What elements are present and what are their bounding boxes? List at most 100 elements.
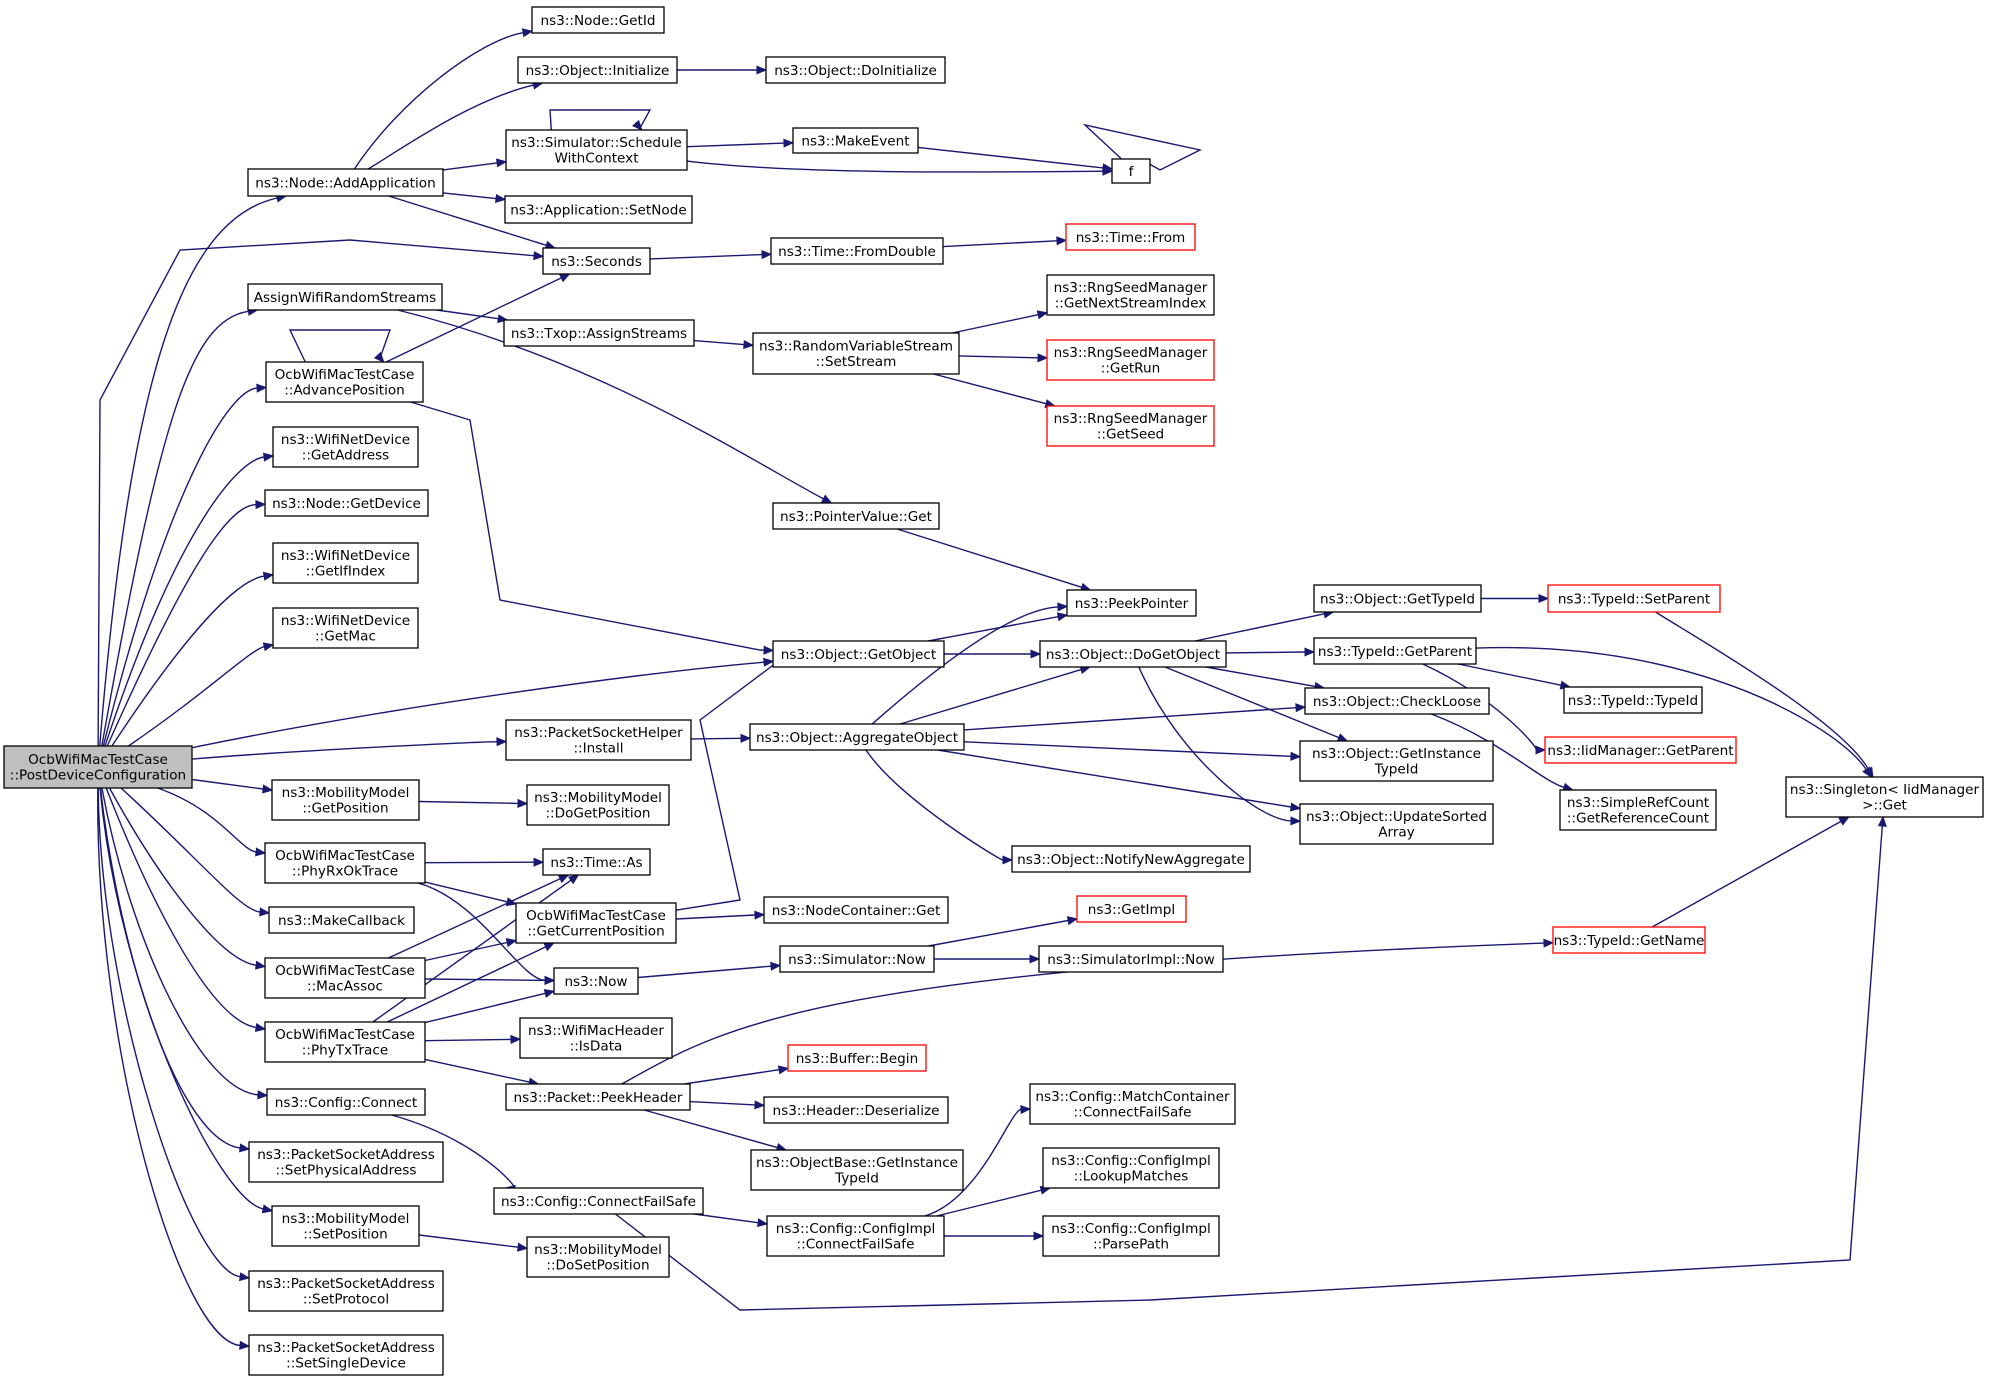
node-root[interactable]: OcbWifiMacTestCase::PostDeviceConfigurat… xyxy=(3,745,193,789)
node-dogetobj[interactable]: ns3::Object::DoGetObject xyxy=(1039,640,1227,668)
node-addapp[interactable]: ns3::Node::AddApplication xyxy=(247,168,444,197)
node-wmhisdata[interactable]: ns3::WifiMacHeader::IsData xyxy=(519,1017,673,1059)
node-singleton-label-0: ns3::Singleton< IidManager xyxy=(1790,782,1980,798)
node-getcurpos[interactable]: OcbWifiMacTestCase::GetCurrentPosition xyxy=(515,902,677,944)
node-root-label-0: OcbWifiMacTestCase xyxy=(28,752,168,768)
edge-arrowhead-advpos-to-seconds xyxy=(558,273,571,283)
node-ncget-label-0: ns3::NodeContainer::Get xyxy=(772,903,941,919)
node-notifynew[interactable]: ns3::Object::NotifyNewAggregate xyxy=(1011,845,1251,873)
node-rvssetstream[interactable]: ns3::RandomVariableStream::SetStream xyxy=(752,332,960,375)
node-doinit[interactable]: ns3::Object::DoInitialize xyxy=(765,56,946,84)
node-fromdouble[interactable]: ns3::Time::FromDouble xyxy=(770,237,944,265)
node-pssetsingle[interactable]: ns3::PacketSocketAddress::SetSingleDevic… xyxy=(248,1334,444,1376)
edge-arrowhead-aggobj-to-getinsttid xyxy=(1290,751,1302,761)
node-simnow[interactable]: ns3::Simulator::Now xyxy=(779,945,935,973)
node-timeas[interactable]: ns3::Time::As xyxy=(542,848,651,876)
node-f[interactable]: f xyxy=(1111,158,1151,184)
node-peekheader[interactable]: ns3::Packet::PeekHeader xyxy=(505,1083,691,1111)
node-cfgmatchcfs-box xyxy=(1029,1083,1236,1125)
node-doinit-label-0: ns3::Object::DoInitialize xyxy=(774,63,937,79)
node-mmgetpos-label-0: ns3::MobilityModel xyxy=(282,785,410,801)
node-simimplnow[interactable]: ns3::SimulatorImpl::Now xyxy=(1038,945,1224,973)
node-aggobj[interactable]: ns3::Object::AggregateObject xyxy=(749,723,965,751)
node-gettypeid[interactable]: ns3::Object::GetTypeId xyxy=(1313,584,1482,613)
node-seconds[interactable]: ns3::Seconds xyxy=(542,247,651,275)
node-srcgetref[interactable]: ns3::SimpleRefCount::GetReferenceCount xyxy=(1559,789,1717,831)
node-advpos[interactable]: OcbWifiMacTestCase::AdvancePosition xyxy=(265,361,424,403)
node-advpos-label-0: OcbWifiMacTestCase xyxy=(275,367,415,383)
node-updsorted-label-0: ns3::Object::UpdateSorted xyxy=(1306,809,1487,825)
node-mmdogetpos[interactable]: ns3::MobilityModel::DoGetPosition xyxy=(526,784,670,826)
node-iidgetparent[interactable]: ns3::IidManager::GetParent xyxy=(1544,736,1737,764)
node-peekptr[interactable]: ns3::PeekPointer xyxy=(1066,589,1197,617)
node-makeevent[interactable]: ns3::MakeEvent xyxy=(792,127,919,154)
node-objgetobj[interactable]: ns3::Object::GetObject xyxy=(772,640,945,668)
edge-dogetobj-to-checkloose xyxy=(1205,666,1316,688)
node-mmdosetpos[interactable]: ns3::MobilityModel::DoSetPosition xyxy=(526,1236,670,1278)
node-getimpl[interactable]: ns3::GetImpl xyxy=(1076,895,1187,923)
node-tidtypeid[interactable]: ns3::TypeId::TypeId xyxy=(1563,686,1703,714)
node-cfgparse[interactable]: ns3::Config::ConfigImpl::ParsePath xyxy=(1042,1215,1220,1257)
node-cfglookup[interactable]: ns3::Config::ConfigImpl::LookupMatches xyxy=(1042,1147,1220,1189)
node-cfgconnect[interactable]: ns3::Config::Connect xyxy=(266,1088,426,1116)
edge-getcurpos-to-ncget xyxy=(675,914,756,920)
node-nodegetdev[interactable]: ns3::Node::GetDevice xyxy=(264,489,429,517)
edge-root-to-assignwifi xyxy=(101,310,249,747)
node-timefrom[interactable]: ns3::Time::From xyxy=(1065,223,1196,251)
node-phyrxok-box xyxy=(264,842,426,884)
node-makecb[interactable]: ns3::MakeCallback xyxy=(268,906,415,934)
node-now[interactable]: ns3::Now xyxy=(553,967,639,995)
node-wndgetaddr[interactable]: ns3::WifiNetDevice::GetAddress xyxy=(272,426,419,468)
node-tidgetparent[interactable]: ns3::TypeId::GetParent xyxy=(1313,637,1477,665)
node-pssetphys[interactable]: ns3::PacketSocketAddress::SetPhysicalAdd… xyxy=(248,1141,444,1183)
node-peekheader-box xyxy=(505,1083,691,1111)
node-bufbegin[interactable]: ns3::Buffer::Begin xyxy=(787,1044,927,1072)
node-rngrun-box xyxy=(1046,339,1215,381)
node-ncget[interactable]: ns3::NodeContainer::Get xyxy=(763,896,949,924)
node-schedwc-label-1: WithContext xyxy=(554,151,638,167)
node-macassoc[interactable]: OcbWifiMacTestCase::MacAssoc xyxy=(264,957,426,999)
node-assignwifi[interactable]: AssignWifiRandomStreams xyxy=(247,283,443,311)
edge-root-to-advpos xyxy=(102,387,258,747)
node-getid[interactable]: ns3::Node::GetId xyxy=(531,6,665,34)
node-init[interactable]: ns3::Object::Initialize xyxy=(517,56,678,84)
node-pssetproto-label-1: ::SetProtocol xyxy=(303,1292,389,1308)
node-pssetproto[interactable]: ns3::PacketSocketAddress::SetProtocol xyxy=(248,1270,444,1312)
node-mmsetpos[interactable]: ns3::MobilityModel::SetPosition xyxy=(271,1205,420,1247)
node-rngseed[interactable]: ns3::RngSeedManager::GetSeed xyxy=(1046,405,1215,447)
node-tidsetparent[interactable]: ns3::TypeId::SetParent xyxy=(1547,584,1721,613)
node-wndgetif[interactable]: ns3::WifiNetDevice::GetIfIndex xyxy=(272,542,419,584)
edge-dogetobj-to-getinsttid xyxy=(1164,666,1340,739)
node-cfgimplcfs[interactable]: ns3::Config::ConfigImpl::ConnectFailSafe xyxy=(766,1215,945,1257)
node-tidgetname[interactable]: ns3::TypeId::GetName xyxy=(1552,926,1706,954)
node-cfgmatchcfs-label-0: ns3::Config::MatchContainer xyxy=(1035,1089,1230,1105)
edge-tidgetname-to-singleton xyxy=(1651,820,1842,928)
node-phyrxok[interactable]: OcbWifiMacTestCase::PhyRxOkTrace xyxy=(264,842,426,884)
node-cfgmatchcfs[interactable]: ns3::Config::MatchContainer::ConnectFail… xyxy=(1029,1083,1236,1125)
node-checkloose[interactable]: ns3::Object::CheckLoose xyxy=(1304,687,1490,715)
node-mmdosetpos-label-0: ns3::MobilityModel xyxy=(534,1242,662,1258)
node-rngnext[interactable]: ns3::RngSeedManager::GetNextStreamIndex xyxy=(1046,274,1215,316)
node-hdrdeser[interactable]: ns3::Header::Deserialize xyxy=(763,1096,949,1124)
node-cfglookup-box xyxy=(1042,1147,1220,1189)
node-cfgcfs[interactable]: ns3::Config::ConnectFailSafe xyxy=(493,1187,704,1215)
node-mmgetpos[interactable]: ns3::MobilityModel::GetPosition xyxy=(271,779,420,821)
edge-arrowhead-tidgetname-to-singleton xyxy=(1838,816,1850,826)
node-rngrun[interactable]: ns3::RngSeedManager::GetRun xyxy=(1046,339,1215,381)
node-phytx[interactable]: OcbWifiMacTestCase::PhyTxTrace xyxy=(264,1021,426,1063)
node-ptrvalget[interactable]: ns3::PointerValue::Get xyxy=(772,502,940,530)
edge-arrowhead-addapp-to-getid xyxy=(521,28,534,38)
node-simimplnow-box xyxy=(1038,945,1224,973)
node-txopassign[interactable]: ns3::Txop::AssignStreams xyxy=(503,319,695,347)
edge-arrowhead-simnow-to-simimplnow xyxy=(1029,954,1041,964)
node-wndgetmac[interactable]: ns3::WifiNetDevice::GetMac xyxy=(272,607,419,649)
edge-peekheader-to-hdrdeser xyxy=(689,1100,756,1106)
edge-arrowhead-dogetobj-to-updsorted xyxy=(1290,816,1302,826)
node-singleton[interactable]: ns3::Singleton< IidManager>::Get xyxy=(1785,776,1984,818)
node-appsetnode[interactable]: ns3::Application::SetNode xyxy=(504,195,693,224)
node-psinstall[interactable]: ns3::PacketSocketHelper::Install xyxy=(505,719,692,761)
